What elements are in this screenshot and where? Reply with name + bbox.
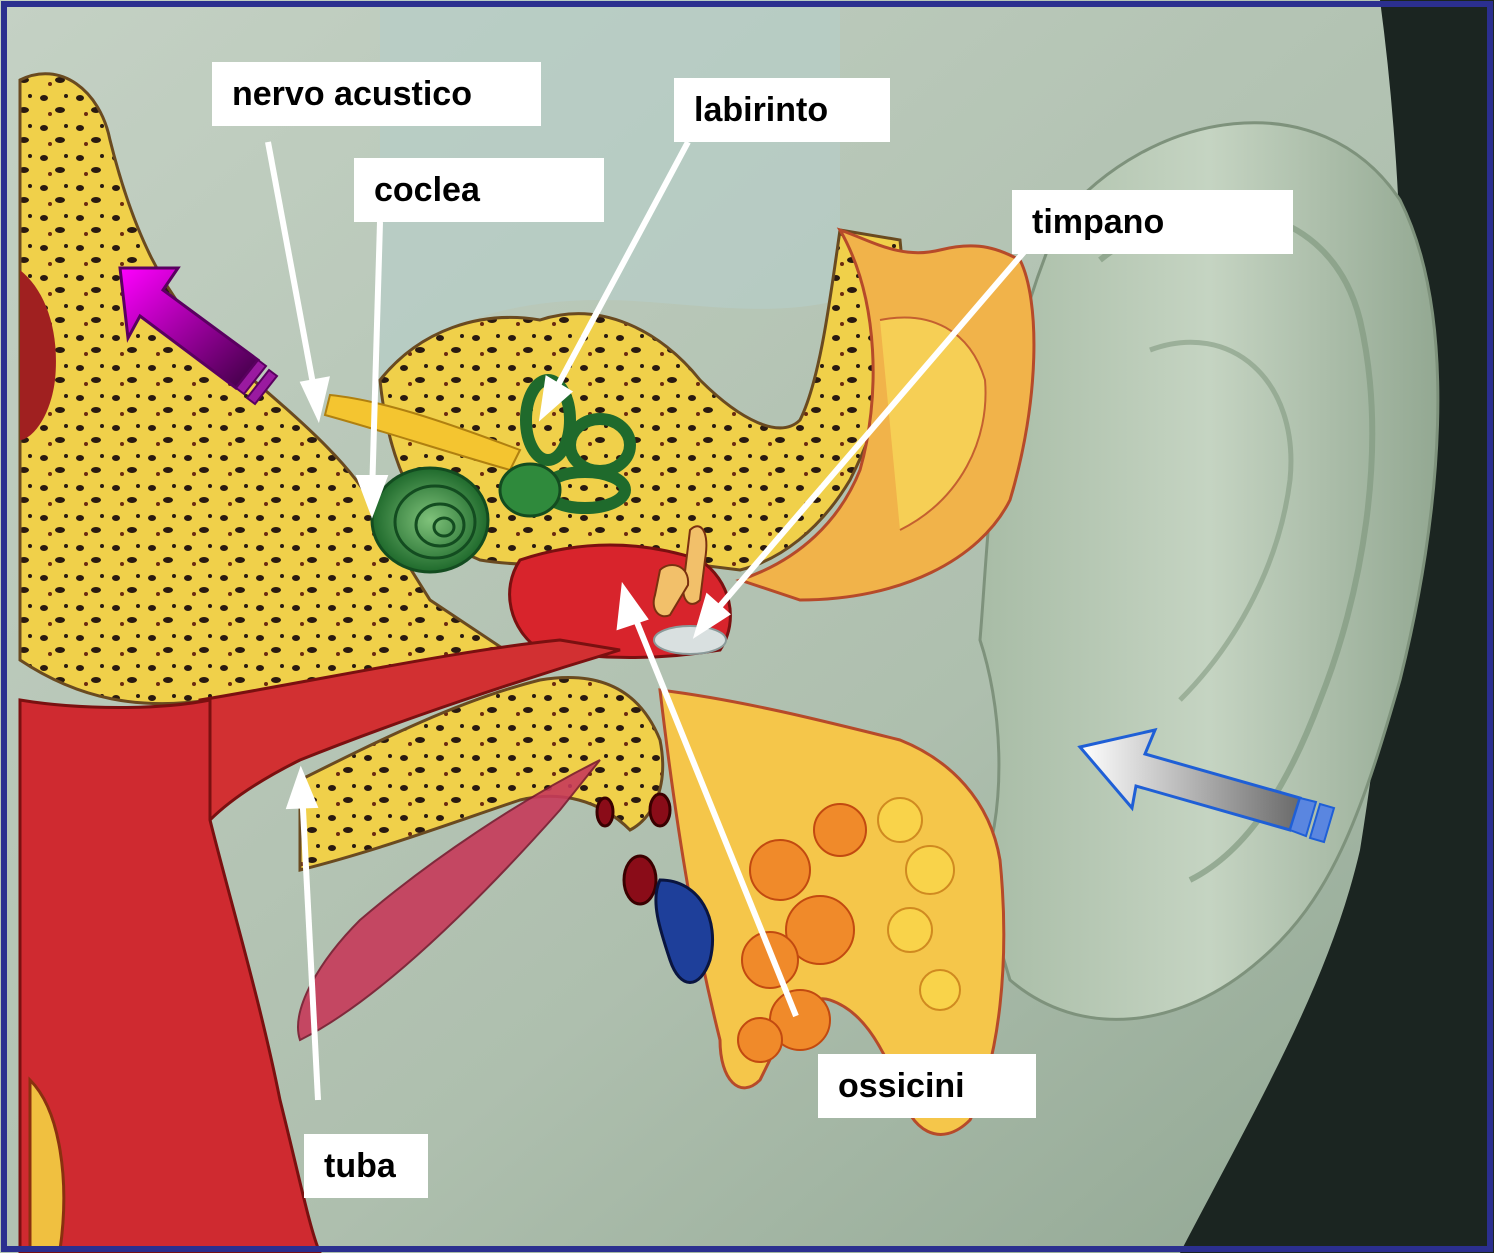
- label-ossicini: ossicini: [818, 1054, 1036, 1118]
- label-timpano: timpano: [1012, 190, 1293, 254]
- label-tuba: tuba: [304, 1134, 428, 1198]
- eardrum: [654, 626, 726, 654]
- label-coclea: coclea: [354, 158, 604, 222]
- cochlea: [372, 468, 488, 572]
- label-labirinto: labirinto: [674, 78, 890, 142]
- label-nervo-acustico: nervo acustico: [212, 62, 541, 126]
